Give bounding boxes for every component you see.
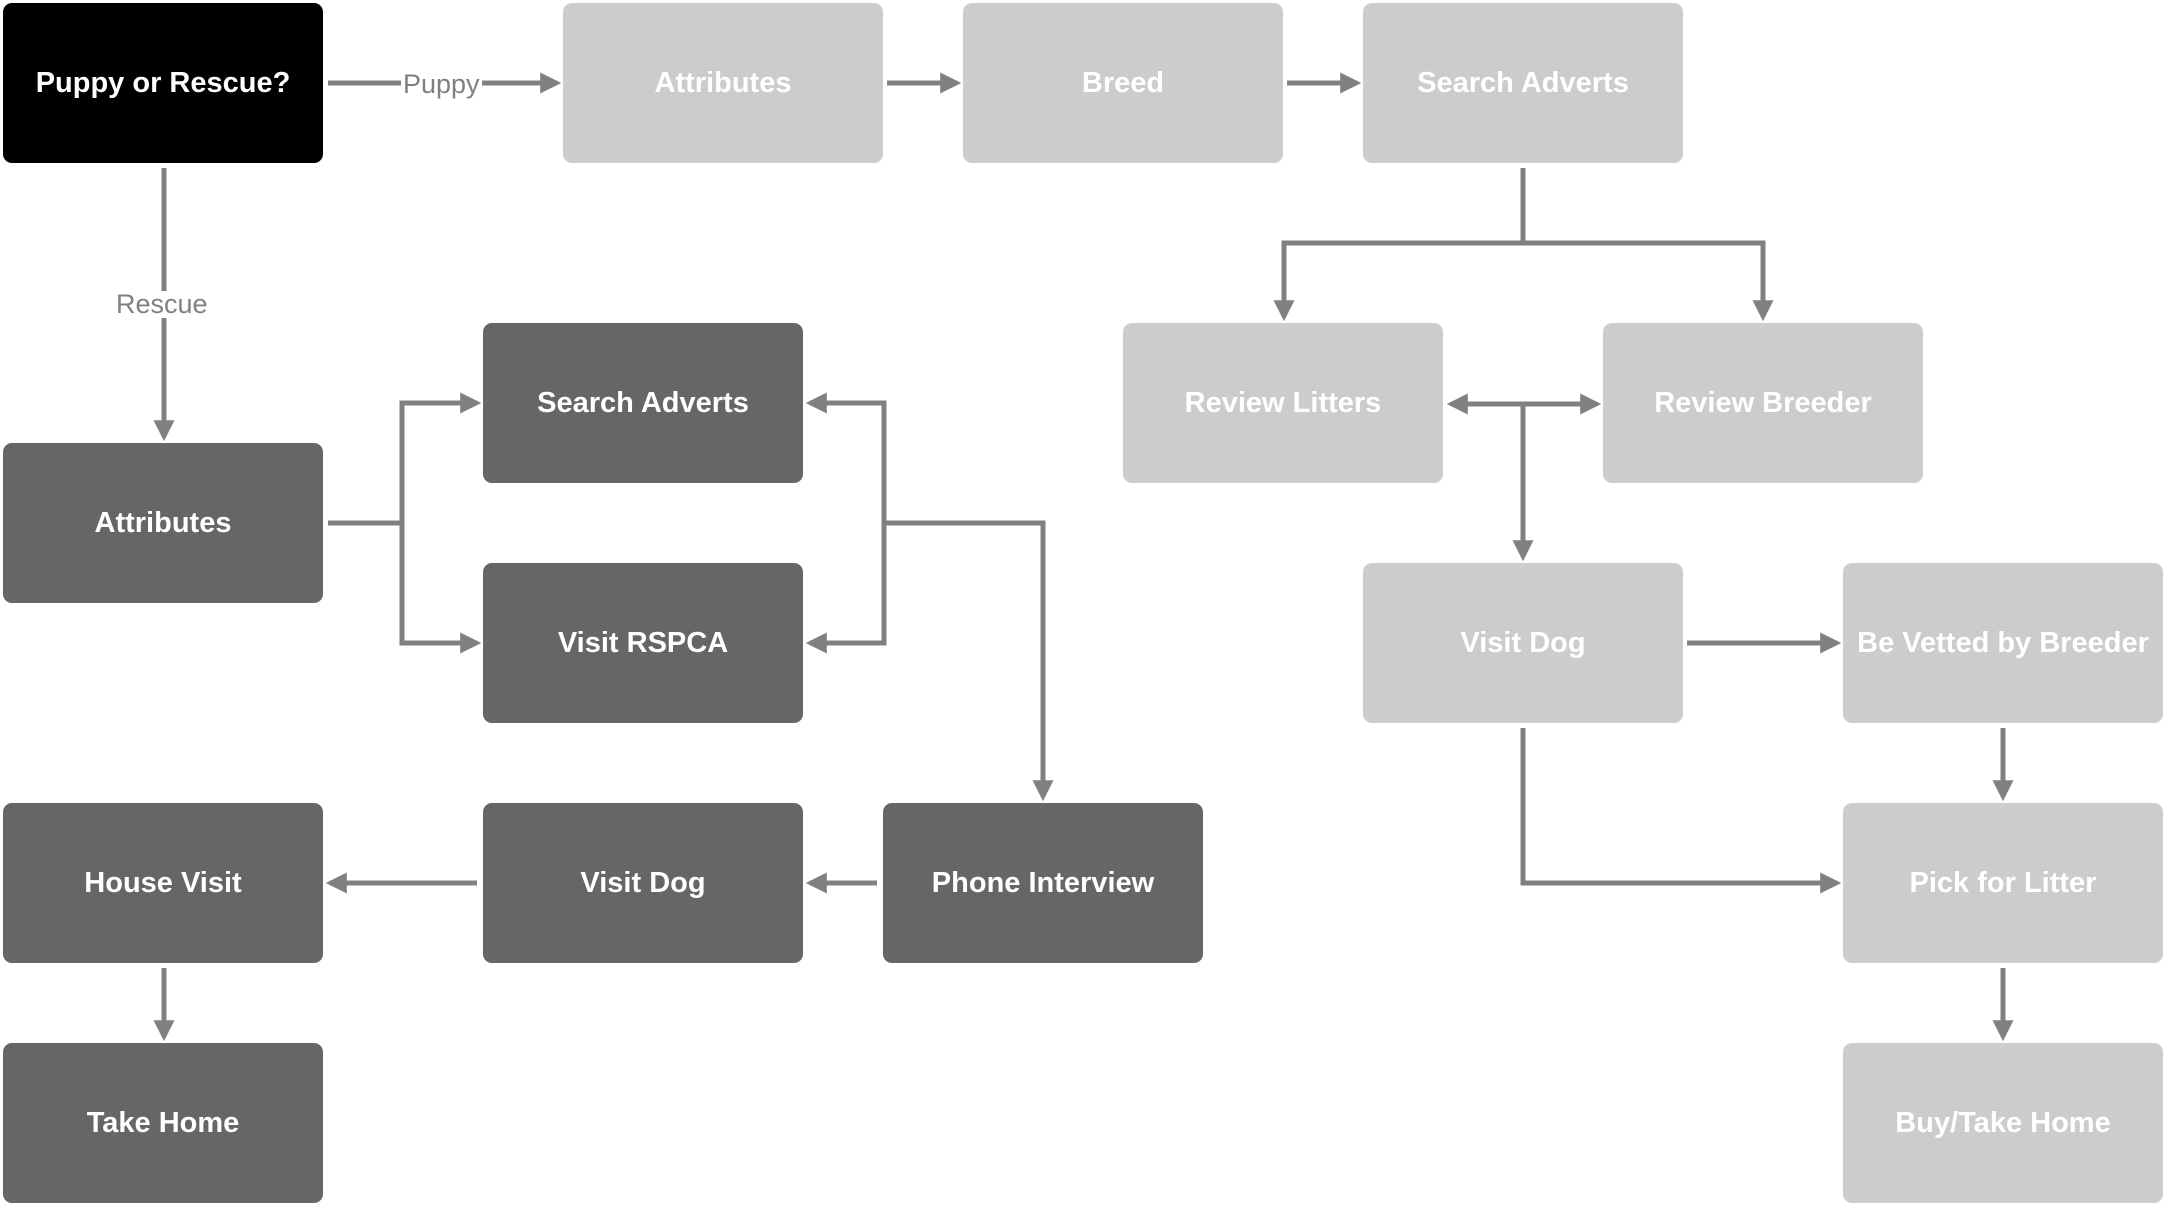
rescue-search-adverts-node[interactable]: Search Adverts: [483, 323, 803, 483]
rescue-attributes-node[interactable]: Attributes: [3, 443, 323, 603]
arrow-rescue-attributes-to-search-adverts: [328, 392, 482, 526]
rescue-visit-dog-node[interactable]: Visit Dog: [483, 803, 803, 963]
puppy-be-vetted-node[interactable]: Be Vetted by Breeder: [1843, 563, 2163, 723]
arrow-visit-dog-to-pick-litter: [1520, 728, 1842, 894]
puppy-search-adverts-node[interactable]: Search Adverts: [1363, 3, 1683, 163]
rescue-visit-rspca-node[interactable]: Visit RSPCA: [483, 563, 803, 723]
arrow-search-adverts-to-review-breeder: [1523, 240, 1774, 322]
edge-label-rescue: Rescue: [114, 289, 210, 319]
rescue-take-home-node[interactable]: Take Home: [3, 1043, 323, 1203]
puppy-pick-for-litter-node[interactable]: Pick for Litter: [1843, 803, 2163, 963]
puppy-buy-take-home-node[interactable]: Buy/Take Home: [1843, 1043, 2163, 1203]
arrow-to-visit-rspca-from-right: [805, 523, 887, 654]
rescue-house-visit-node[interactable]: House Visit: [3, 803, 323, 963]
puppy-review-breeder-node[interactable]: Review Breeder: [1603, 323, 1923, 483]
rescue-phone-interview-node[interactable]: Phone Interview: [883, 803, 1203, 963]
arrow-to-search-adverts-from-right: [805, 392, 887, 523]
decision-puppy-or-rescue[interactable]: Puppy or Rescue?: [3, 3, 323, 163]
puppy-visit-dog-node[interactable]: Visit Dog: [1363, 563, 1683, 723]
arrow-search-adverts-to-review-litters: [1273, 168, 1526, 322]
puppy-review-litters-node[interactable]: Review Litters: [1123, 323, 1443, 483]
puppy-breed-node[interactable]: Breed: [963, 3, 1283, 163]
arrow-to-phone-interview: [884, 520, 1054, 802]
puppy-attributes-node[interactable]: Attributes: [563, 3, 883, 163]
edge-label-puppy: Puppy: [401, 69, 482, 99]
arrow-rescue-attributes-to-visit-rspca: [399, 523, 482, 654]
